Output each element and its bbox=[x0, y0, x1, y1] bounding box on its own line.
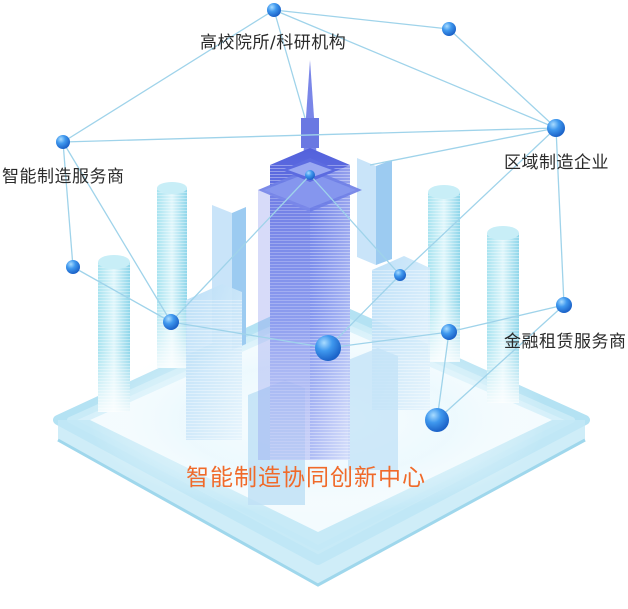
cylinder-left-front bbox=[98, 255, 130, 412]
label-research-institutes: 高校院所/科研机构 bbox=[200, 33, 347, 53]
node-front bbox=[425, 408, 449, 432]
node-left-mid bbox=[163, 314, 179, 330]
network-nodes bbox=[56, 3, 572, 432]
box-left-wide bbox=[186, 284, 242, 440]
cylinder-left-back bbox=[157, 182, 187, 368]
network-lines bbox=[62, 9, 565, 421]
cylinder-right-front bbox=[487, 226, 519, 403]
node-top-right bbox=[442, 22, 456, 36]
node-left-upper bbox=[56, 135, 70, 149]
node-right-small bbox=[394, 269, 406, 281]
label-smart-manufacturing-provider: 智能制造服务商 bbox=[2, 167, 125, 187]
node-right-mid bbox=[441, 324, 457, 340]
box-right-tall bbox=[357, 158, 392, 265]
label-regional-manufacturers: 区域制造企业 bbox=[504, 153, 609, 173]
node-right-lower bbox=[556, 297, 572, 313]
node-right-upper bbox=[547, 119, 565, 137]
label-financial-leasing-provider: 金融租赁服务商 bbox=[504, 332, 627, 352]
node-tower-top bbox=[305, 170, 315, 180]
central-tower bbox=[258, 60, 362, 460]
center-title: 智能制造协同创新中心 bbox=[186, 465, 426, 491]
node-left-lower bbox=[66, 260, 80, 274]
node-top bbox=[267, 3, 281, 17]
node-center bbox=[315, 335, 341, 361]
